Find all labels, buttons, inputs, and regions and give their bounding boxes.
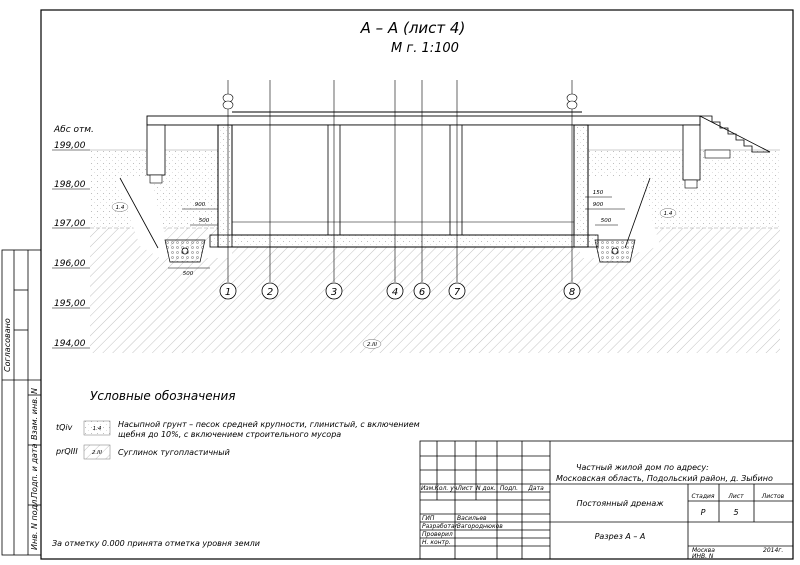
zero-level-note: За отметку 0.000 принята отметка уровня …	[52, 539, 260, 548]
tb-city: Москва	[692, 547, 715, 554]
level-value: 199,00	[54, 141, 86, 151]
building-section	[146, 111, 771, 248]
dimension-text: 500	[601, 218, 612, 224]
axis-label: 3	[331, 287, 337, 298]
tb-sheet-value: 5	[733, 508, 738, 517]
vent-symbols	[222, 93, 578, 110]
legend-symbol: 2.III	[92, 450, 102, 456]
legend-symbol: 1.4	[93, 426, 102, 432]
tb-header: Подп.	[500, 485, 518, 492]
tb-role: ГИП	[422, 515, 435, 522]
title-block-grid	[419, 440, 794, 560]
side-stamp	[1, 249, 42, 556]
legend-text: щебня до 10%, с включением строительного…	[118, 430, 341, 439]
section-title: А – А (лист 4)	[360, 19, 466, 37]
level-value: 196,00	[54, 259, 86, 269]
tb-stage-header: Стадия	[691, 493, 714, 500]
soil-label: 2.III	[367, 342, 377, 348]
legend-text: Суглинок тугопластичный	[118, 448, 230, 457]
axis-label: 1	[225, 287, 231, 298]
tb-name: Загороднюков	[457, 523, 503, 530]
soil-label: 1.4	[116, 205, 125, 211]
tb-header: Изм.	[421, 485, 435, 492]
tb-role: Разработал	[422, 523, 459, 530]
legend-code: prQIII	[55, 447, 78, 456]
level-marks	[52, 149, 90, 349]
tb-header: Дата	[527, 485, 544, 492]
tb-address2: Московская область, Подольский район, д.…	[556, 474, 773, 483]
dimension-text: 500	[199, 218, 210, 224]
axis-label: 8	[569, 287, 575, 298]
level-value: 194,00	[54, 339, 86, 349]
legend-code: tQiv	[56, 423, 73, 432]
axis-label: 4	[392, 287, 398, 298]
tb-stage-value: Р	[701, 508, 706, 517]
trench-right	[580, 176, 660, 263]
axis-label: 7	[454, 287, 461, 298]
axis-lines	[227, 80, 573, 282]
stamp-sign-date: Подп. и дата	[30, 443, 39, 498]
soil-label: 1.4	[664, 211, 673, 217]
stamp-agreed: Согласовано	[3, 318, 12, 372]
tb-name: Васильев	[457, 515, 487, 522]
level-value: 198,00	[54, 180, 86, 190]
trench-left	[115, 176, 232, 263]
tb-sheet-title: Разрез А – А	[595, 532, 646, 541]
scale-title: М г. 1:100	[391, 41, 459, 56]
stamp-inv-orig: Инв. N подл.	[30, 497, 39, 550]
tb-header: Лист	[456, 485, 473, 492]
dimension-text: 500	[183, 271, 194, 277]
axis-label: 2	[267, 287, 273, 298]
tb-role: Проверил	[422, 531, 453, 538]
axis-markers	[219, 282, 581, 300]
level-value: 195,00	[54, 299, 86, 309]
dimension-text: 150	[593, 190, 604, 196]
legend-heading: Условные обозначения	[90, 389, 236, 403]
tb-address1: Частный жилой дом по адресу:	[576, 463, 709, 472]
legend-swatch	[83, 444, 111, 460]
tb-header: Кол. уч	[435, 485, 458, 492]
tb-inv: ИНВ. N	[692, 553, 714, 560]
stamp-inv-repl: Взам. инв. N	[30, 388, 39, 440]
tb-header: N док.	[476, 485, 496, 492]
axis-label: 6	[419, 287, 425, 298]
legend-swatch	[83, 420, 111, 436]
dimension-text: 900	[195, 202, 206, 208]
tb-year: 2014г.	[763, 547, 783, 554]
tb-sheets-header: Листов	[761, 493, 785, 500]
legend-text: Насыпной грунт – песок средней крупности…	[118, 420, 420, 429]
level-label: Абс отм.	[53, 125, 94, 135]
dimensions-left	[168, 208, 218, 269]
tb-sheet-header: Лист	[727, 493, 744, 500]
tb-role: Н. контр.	[422, 539, 451, 546]
level-value: 197,00	[54, 219, 86, 229]
dimensions-right	[585, 196, 625, 226]
dimension-text: 900	[593, 202, 604, 208]
tb-subject: Постоянный дренаж	[576, 499, 664, 508]
